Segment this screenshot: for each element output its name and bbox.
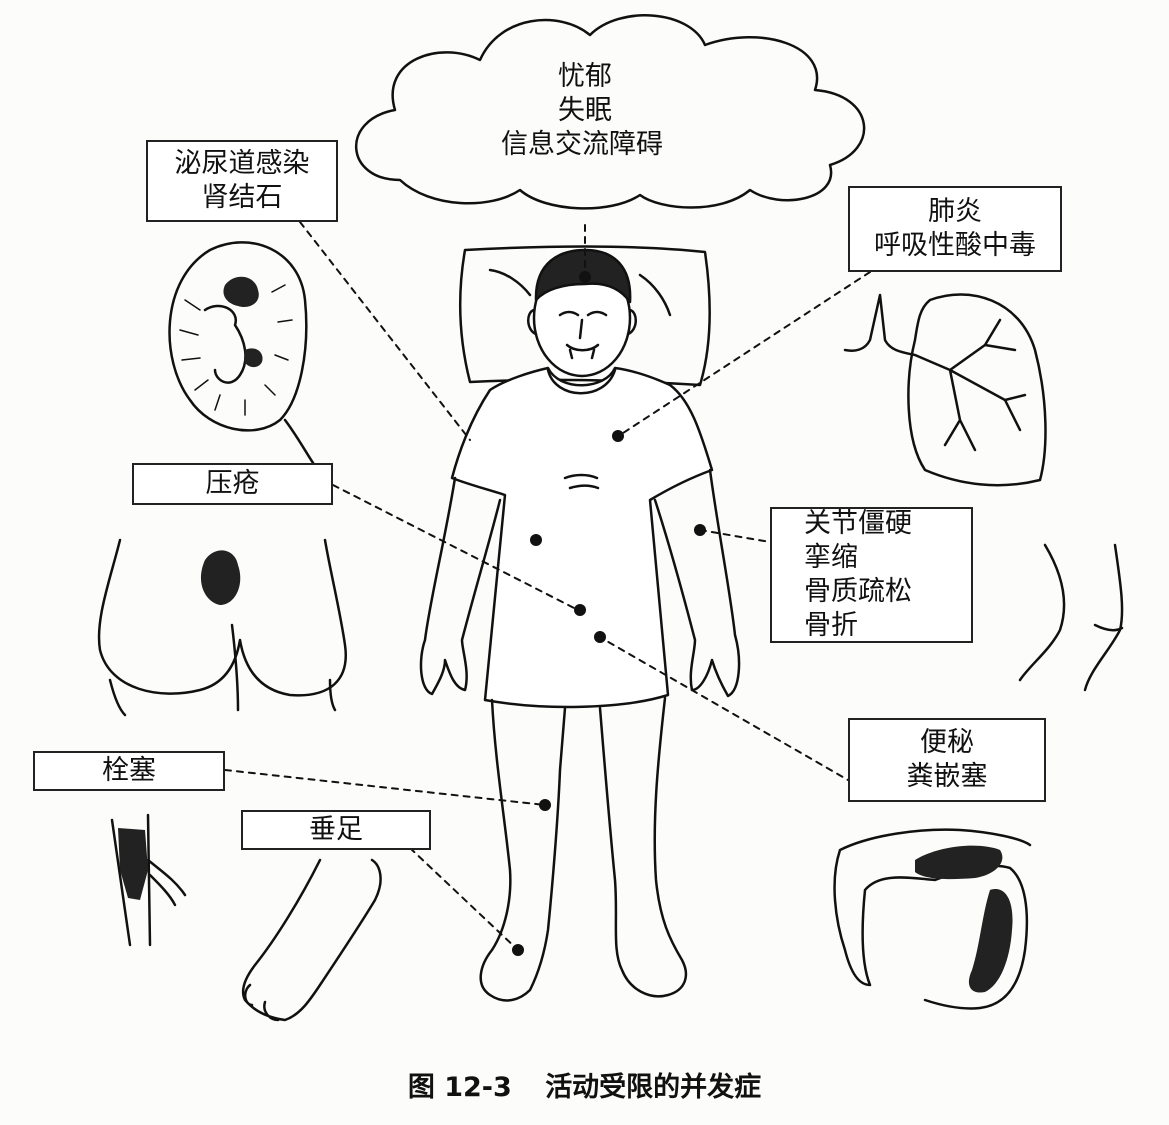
embolus <box>118 828 148 900</box>
label-pressure-sore: 压疮 <box>205 468 260 499</box>
label-kidney-stone: 肾结石 <box>201 182 283 213</box>
impacted-stool <box>915 845 1013 993</box>
label-joint-stiffness: 关节僵硬 <box>804 508 912 539</box>
cloud-text: 忧郁 失眠 信息交流障碍 <box>501 60 665 162</box>
colon-outline <box>833 828 1032 1010</box>
patient-ears <box>527 308 637 336</box>
cloud-line-depression: 忧郁 <box>558 61 612 92</box>
label-respiratory-acidosis: 呼吸性酸中毒 <box>874 230 1036 261</box>
patient-left-arm <box>419 476 502 696</box>
foot-drop <box>241 858 382 1022</box>
label-osteoporosis: 骨质疏松 <box>804 576 912 607</box>
label-constipation: 便秘 <box>920 727 974 758</box>
figure-title: 活动受限的并发症 <box>545 1072 762 1103</box>
lung-outline <box>907 293 1047 487</box>
pressure-sore <box>200 550 241 605</box>
label-contracture: 挛缩 <box>804 542 858 573</box>
label-box-urinary: 泌尿道感染 肾结石 <box>146 140 338 222</box>
patient-right-leg <box>598 696 688 998</box>
figure-caption: 图 12-3 活动受限的并发症 <box>0 1065 1169 1104</box>
label-urinary-infection: 泌尿道感染 <box>174 148 310 179</box>
label-box-pressure: 压疮 <box>132 463 333 505</box>
label-box-joint: 关节僵硬 挛缩 骨质疏松 骨折 <box>770 507 973 643</box>
vessel <box>110 813 187 947</box>
label-box-constipation: 便秘 粪嵌塞 <box>848 718 1046 802</box>
patient-face <box>558 310 608 360</box>
label-box-footdrop: 垂足 <box>241 810 431 850</box>
knee-joint <box>1018 543 1124 692</box>
leader-lines <box>224 221 871 951</box>
label-box-embolism: 栓塞 <box>33 751 225 791</box>
label-embolism: 栓塞 <box>102 755 156 786</box>
label-pneumonia: 肺炎 <box>928 196 982 227</box>
cloud-line-insomnia: 失眠 <box>558 95 612 126</box>
label-box-lung: 肺炎 呼吸性酸中毒 <box>848 186 1062 272</box>
shirt-collar <box>546 368 617 395</box>
figure-number: 图 12-3 <box>407 1072 512 1103</box>
thought-cloud <box>355 14 866 210</box>
label-fecal-impaction: 粪嵌塞 <box>906 761 988 792</box>
kidney-outline <box>168 241 320 472</box>
label-foot-drop: 垂足 <box>309 814 363 845</box>
shirt-folds <box>563 473 600 490</box>
cloud-line-communication: 信息交流障碍 <box>501 129 663 160</box>
bronchi <box>843 293 1027 452</box>
kidney-striations <box>179 284 293 416</box>
patient-left-leg <box>479 698 567 1002</box>
pillow <box>459 245 711 387</box>
patient-right-arm <box>653 468 741 698</box>
kidney-stone <box>223 276 263 368</box>
label-fracture: 骨折 <box>804 610 858 641</box>
kidney-pelvis <box>203 304 247 384</box>
buttocks-outline <box>97 538 347 717</box>
gluteal-cleft <box>230 623 240 712</box>
pillow-crease <box>488 268 672 317</box>
target-dots <box>512 271 706 956</box>
